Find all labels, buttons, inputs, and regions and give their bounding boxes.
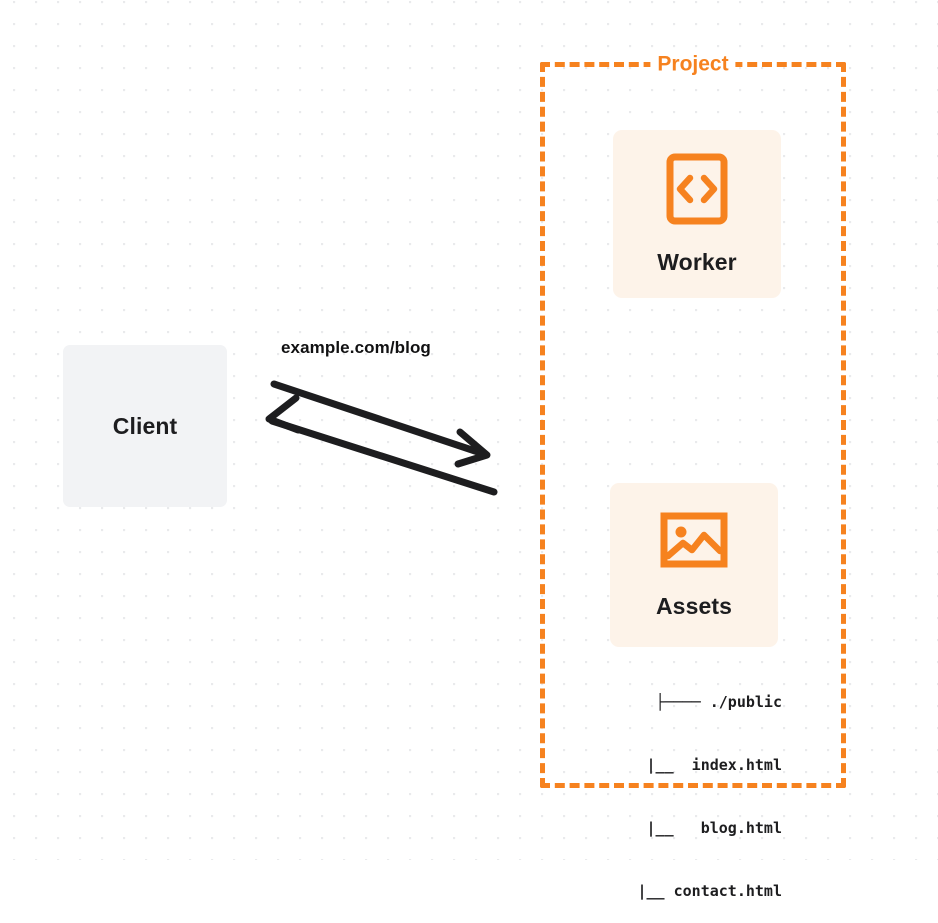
worker-label: Worker (657, 249, 737, 275)
project-container[interactable]: Project (540, 53, 846, 788)
file-tree-row: ├──── ./public (655, 693, 782, 711)
worker-card[interactable]: Worker (613, 130, 781, 298)
file-tree-row: |__ index.html (601, 756, 782, 774)
assets-card[interactable]: Assets (610, 483, 778, 647)
project-title: Project (650, 53, 736, 75)
assets-file-tree: ├──── ./public |__ index.html |__ blog.h… (584, 650, 782, 923)
file-tree-row: |__ blog.html (601, 819, 782, 837)
assets-label: Assets (655, 593, 733, 619)
image-icon (659, 510, 729, 575)
code-file-icon (665, 152, 729, 231)
client-label: Client (112, 412, 178, 439)
request-url-label: example.com/blog (281, 338, 431, 357)
file-tree-row: |__ contact.html (592, 882, 782, 900)
client-node[interactable]: Client (63, 345, 227, 507)
